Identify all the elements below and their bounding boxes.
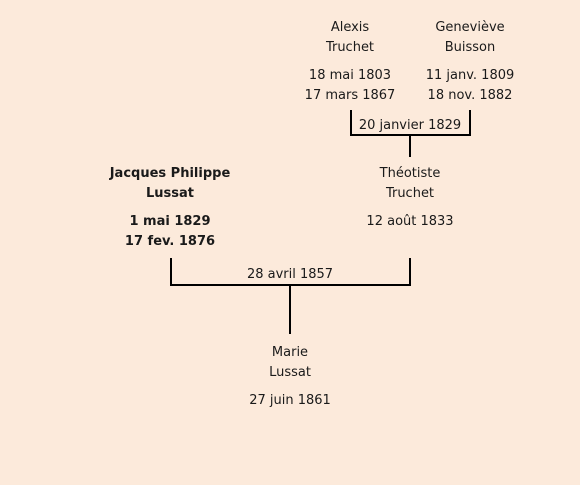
person-name: Théotiste Truchet — [330, 164, 490, 204]
birth-date: 18 mai 1803 — [308, 68, 392, 83]
first-name: Geneviève — [435, 20, 505, 35]
last-name: Truchet — [385, 186, 435, 201]
birth-date: 12 août 1833 — [366, 214, 454, 229]
person-name: Geneviève Buisson — [390, 18, 550, 58]
connector-alexis-down — [350, 110, 352, 136]
connector-child-marie — [289, 284, 291, 334]
person-jacques-philippe-lussat[interactable]: Jacques Philippe Lussat 1 mai 1829 17 fe… — [90, 164, 250, 252]
last-name: Lussat — [269, 365, 311, 380]
last-name: Lussat — [145, 186, 194, 201]
marriage-date-alexis-genevieve: 20 janvier 1829 — [358, 118, 462, 133]
last-name: Truchet — [325, 40, 375, 55]
person-dates: 18 mai 1803 17 mars 1867 — [270, 66, 430, 106]
person-genevieve-buisson[interactable]: Geneviève Buisson 11 janv. 1809 18 nov. … — [390, 18, 550, 106]
death-date: 17 mars 1867 — [304, 88, 396, 103]
first-name: Alexis — [330, 20, 370, 35]
last-name: Buisson — [444, 40, 496, 55]
person-name: Jacques Philippe Lussat — [90, 164, 250, 204]
birth-date: 1 mai 1829 — [129, 214, 211, 229]
connector-child-theotiste — [409, 134, 411, 157]
person-name: Alexis Truchet — [270, 18, 430, 58]
person-dates: 12 août 1833 — [330, 212, 490, 232]
person-dates: 1 mai 1829 17 fev. 1876 — [90, 212, 250, 252]
death-date: 17 fev. 1876 — [124, 234, 216, 249]
first-name: Théotiste — [379, 166, 441, 181]
marriage-date-jacques-theotiste: 28 avril 1857 — [246, 267, 334, 282]
first-name: Jacques Philippe — [109, 166, 231, 181]
person-dates: 11 janv. 1809 18 nov. 1882 — [390, 66, 550, 106]
connector-genevieve-down — [469, 110, 471, 136]
first-name: Marie — [271, 345, 309, 360]
person-name: Marie Lussat — [210, 343, 370, 383]
person-dates: 27 juin 1861 — [210, 391, 370, 411]
birth-date: 27 juin 1861 — [249, 393, 331, 408]
person-theotiste-truchet[interactable]: Théotiste Truchet 12 août 1833 — [330, 164, 490, 232]
death-date: 18 nov. 1882 — [427, 88, 513, 103]
connector-jacques-down — [170, 258, 172, 286]
birth-date: 11 janv. 1809 — [425, 68, 515, 83]
connector-theotiste-down — [409, 258, 411, 286]
person-marie-lussat[interactable]: Marie Lussat 27 juin 1861 — [210, 343, 370, 411]
person-alexis-truchet[interactable]: Alexis Truchet 18 mai 1803 17 mars 1867 — [270, 18, 430, 106]
